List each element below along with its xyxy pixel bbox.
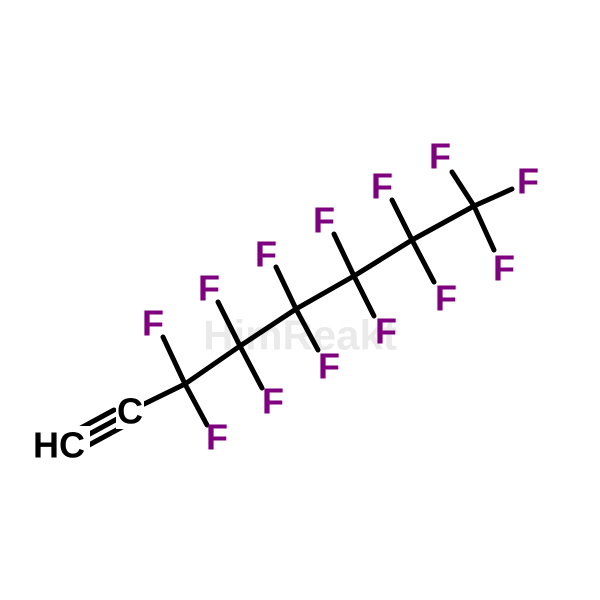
atom-f-c8-bottom: F	[493, 248, 515, 289]
bond-c5-f2	[293, 306, 321, 353]
bond-c4-f1	[215, 299, 243, 349]
bond-c4-f2	[237, 343, 265, 391]
atom-f-c6-bottom: F	[375, 311, 397, 352]
bond-c7-c8	[409, 203, 477, 243]
triple-bond-line-2	[76, 407, 117, 432]
atom-f-c7-top: F	[371, 166, 393, 207]
atom-f-c6-top: F	[313, 200, 335, 241]
bond-c7-f1	[389, 197, 415, 243]
atom-f-c7-bottom: F	[435, 278, 457, 319]
carbon-backbone	[76, 203, 477, 448]
atom-f-c4-bottom: F	[262, 381, 284, 422]
triple-bond-line-3	[86, 423, 127, 448]
bond-c8-f2	[471, 186, 515, 209]
bond-c3-c4	[182, 343, 243, 387]
atom-f-c8-right: F	[517, 161, 539, 202]
atom-labels: HC C F F F F F F F F F F F F F	[30, 136, 539, 466]
bond-c6-c7	[351, 237, 415, 279]
bond-c5-f1	[273, 264, 299, 312]
atom-f-c8-top: F	[429, 136, 451, 177]
atom-f-c5-top: F	[255, 234, 277, 275]
atom-f-c3-top: F	[142, 303, 164, 344]
bond-c5-c6	[293, 273, 357, 312]
bond-c8-f1	[449, 169, 477, 209]
bond-c3-f2	[182, 381, 210, 428]
fluorine-bonds	[160, 169, 515, 428]
bond-c2-c3	[137, 381, 188, 409]
atom-f-c5-bottom: F	[318, 346, 340, 387]
atom-f-c3-bottom: F	[206, 417, 228, 458]
bond-c6-f1	[331, 231, 357, 279]
atom-f-c4-top: F	[198, 268, 220, 309]
bond-c7-f2	[409, 237, 437, 285]
bond-c6-f2	[351, 273, 377, 319]
bond-c4-c5	[237, 306, 299, 349]
atom-hc: HC	[33, 425, 85, 466]
atom-c2: C	[117, 391, 143, 432]
bond-c3-f1	[160, 334, 188, 387]
bond-c8-f3	[471, 203, 497, 253]
